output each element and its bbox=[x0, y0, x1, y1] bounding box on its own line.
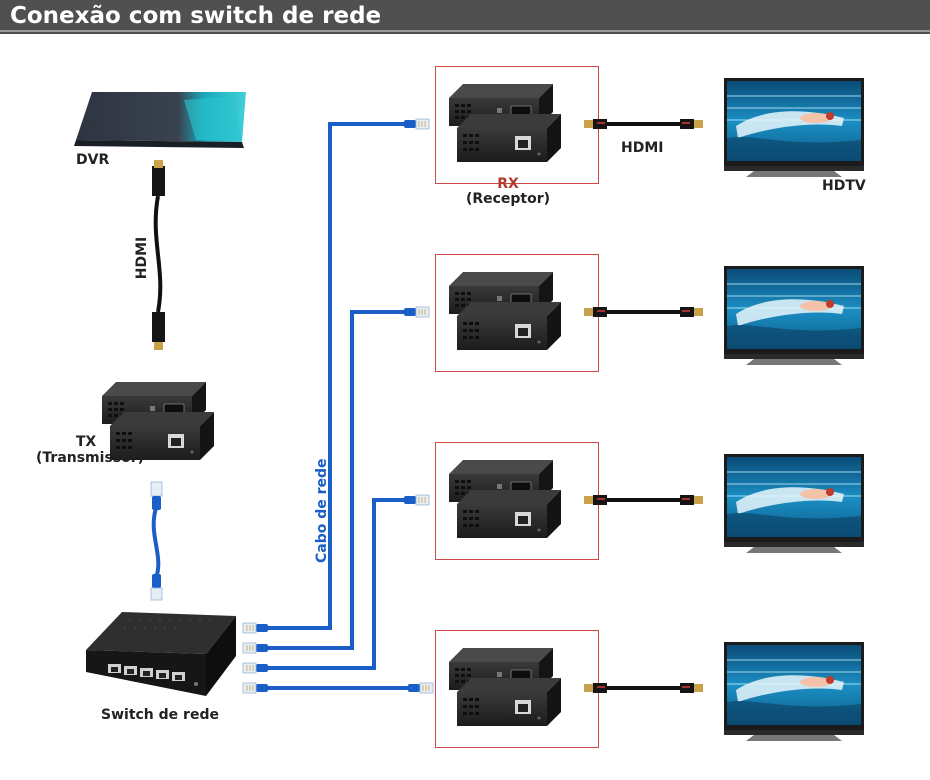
tv-icon bbox=[723, 77, 865, 178]
rx-extender-2 bbox=[448, 271, 562, 351]
switch-label: Switch de rede bbox=[101, 707, 219, 723]
hdmi-cable-vertical bbox=[152, 160, 165, 350]
header-underline bbox=[0, 30, 930, 32]
rx-label: RX (Receptor) bbox=[458, 177, 558, 207]
network-cables bbox=[268, 122, 410, 690]
rj45-plug-icon bbox=[242, 622, 269, 694]
tv-icon-3 bbox=[723, 453, 865, 554]
hdmi-vertical-label: HDMI bbox=[134, 236, 150, 280]
tx-network-cable bbox=[150, 481, 163, 601]
dvr-label: DVR bbox=[76, 152, 110, 168]
tx-subtitle: (Transmissor) bbox=[36, 450, 145, 466]
dvr-icon bbox=[74, 92, 246, 148]
hdmi-plug-icon bbox=[584, 119, 703, 693]
tv-icon-2 bbox=[723, 265, 865, 366]
tv-icon-4 bbox=[723, 641, 865, 742]
header-bar: Conexão com switch de rede bbox=[0, 0, 930, 34]
rx-extender-4 bbox=[448, 647, 562, 727]
rx-subtitle: (Receptor) bbox=[465, 191, 551, 207]
tx-label: TX (Transmissor) bbox=[36, 434, 145, 466]
hdmi-cables bbox=[607, 122, 680, 690]
rj45-plug-rx bbox=[403, 118, 434, 694]
switch-icon bbox=[86, 612, 236, 696]
network-cable-label: Cabo de rede bbox=[314, 458, 330, 563]
tx-title: TX bbox=[75, 434, 97, 450]
hdmi-horizontal-label: HDMI bbox=[621, 140, 664, 156]
hdtv-label: HDTV bbox=[822, 178, 866, 194]
rx-extender-1 bbox=[448, 83, 562, 163]
rx-title: RX bbox=[497, 176, 519, 192]
page-title: Conexão com switch de rede bbox=[10, 3, 382, 29]
rx-extender-3 bbox=[448, 459, 562, 539]
